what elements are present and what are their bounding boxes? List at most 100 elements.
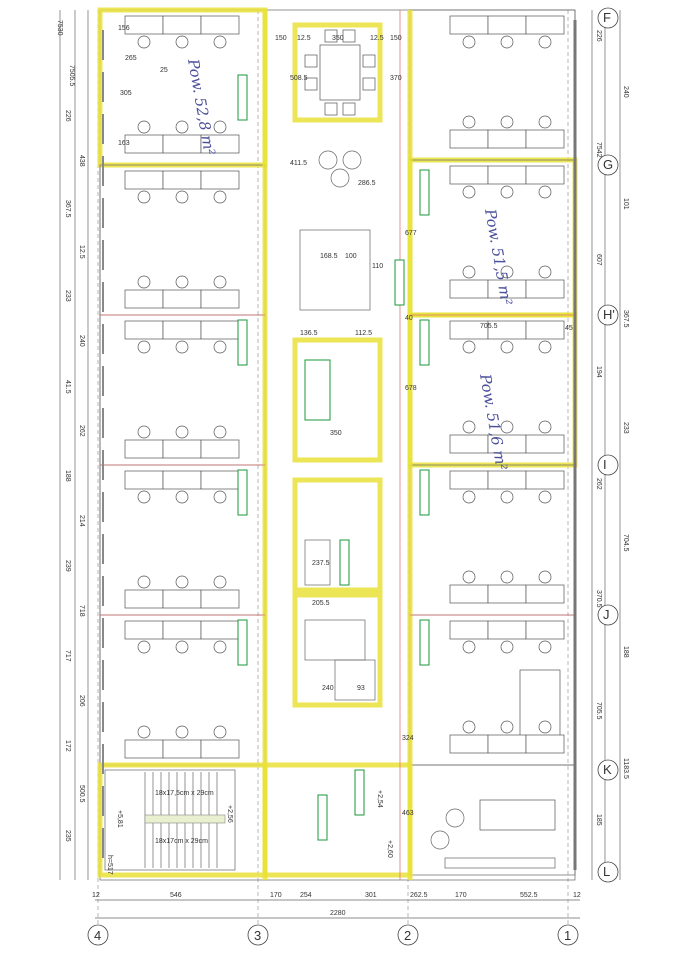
dimension-label: 170 [455, 892, 467, 899]
dimension-label: 112.5 [355, 330, 372, 337]
workstation [162, 120, 202, 154]
dimension-label: 677 [405, 230, 417, 237]
desk [200, 170, 240, 190]
dimension-label: 678 [405, 385, 417, 392]
chair-icon [462, 720, 476, 734]
core-fixtures [299, 150, 561, 869]
chair-icon [462, 640, 476, 654]
dimension-label: 12 [573, 892, 581, 899]
grid-axis-label: 2 [404, 928, 411, 943]
desk [124, 289, 164, 309]
workstation [449, 720, 489, 754]
workstation [200, 320, 240, 354]
dimension-label: 350 [330, 430, 342, 437]
dimension-label: 101 [622, 198, 629, 210]
desk [525, 734, 565, 754]
desk [525, 165, 565, 185]
dimension-label: 324 [402, 735, 414, 742]
desk [162, 589, 202, 609]
desk [449, 734, 489, 754]
desk [525, 129, 565, 149]
chair-icon [137, 725, 151, 739]
dimension-label: 240 [322, 685, 334, 692]
workstation [449, 570, 489, 604]
dimension-label: 705.5 [595, 702, 602, 720]
desk [449, 279, 489, 299]
chair-icon [137, 120, 151, 134]
grid-axis-label: 4 [94, 928, 101, 943]
workstation [487, 115, 527, 149]
chair-icon [137, 275, 151, 289]
chair-icon [213, 425, 227, 439]
chair-icon [137, 35, 151, 49]
workstation [525, 470, 565, 504]
grid-axis-marker [597, 861, 619, 883]
workstation [449, 165, 489, 199]
desk [124, 15, 164, 35]
stairs-outline [104, 769, 236, 871]
workstation [162, 170, 202, 204]
workstation [525, 420, 565, 454]
grid-axis-label: F [603, 10, 611, 25]
desk [449, 129, 489, 149]
workstation [162, 725, 202, 759]
desk [449, 15, 489, 35]
desk [200, 320, 240, 340]
grid-axis-label: 3 [254, 928, 261, 943]
chair-icon [213, 640, 227, 654]
desk [525, 584, 565, 604]
chair-icon [538, 185, 552, 199]
desk [162, 439, 202, 459]
dimension-label: 463 [402, 810, 414, 817]
dimension-label: 240 [622, 86, 629, 98]
workstation [200, 425, 240, 459]
chair-icon [175, 190, 189, 204]
dimension-label: 607 [595, 254, 602, 266]
equipment-marker [419, 619, 430, 666]
chair-icon [462, 340, 476, 354]
dimension-label: 93 [357, 685, 365, 692]
desk [200, 289, 240, 309]
desk [449, 470, 489, 490]
grid-axis-marker [397, 924, 419, 946]
dimension-label: 508.5 [290, 75, 308, 82]
grid-axis-marker [597, 454, 619, 476]
level-mark-4: +2,60 [386, 840, 393, 858]
desk [162, 170, 202, 190]
chair-icon [137, 490, 151, 504]
equipment-marker [394, 259, 405, 306]
dimension-label: 265 [125, 55, 137, 62]
chair-icon [175, 640, 189, 654]
desk [124, 170, 164, 190]
chair-icon [500, 265, 514, 279]
workstation [449, 15, 489, 49]
dimension-label: 185 [595, 814, 602, 826]
total-width: 2280 [330, 910, 346, 917]
equipment-marker [419, 169, 430, 216]
chair-icon [175, 425, 189, 439]
stairs-level: +5,81 [116, 810, 123, 828]
dimension-label: 12.5 [78, 245, 85, 259]
grid-axis-marker [597, 7, 619, 29]
dimension-label: 41.5 [64, 380, 71, 394]
workstation [124, 15, 164, 49]
desk [124, 739, 164, 759]
dimension-label: 367.5 [622, 310, 629, 328]
grid-axes-columns: 4 3 2 1 [87, 924, 579, 946]
dimension-label: 205.5 [312, 600, 330, 607]
chair-icon [538, 720, 552, 734]
grid-axis-label: 1 [564, 928, 571, 943]
dimension-label: 7542 [595, 142, 602, 158]
chair-icon [538, 490, 552, 504]
dimension-label: 705.5 [480, 323, 498, 330]
chair-icon [213, 35, 227, 49]
chair-icon [500, 115, 514, 129]
workstation [124, 275, 164, 309]
dimension-label: 370.5 [595, 590, 602, 608]
chair-icon [213, 275, 227, 289]
desk [162, 289, 202, 309]
workstation [124, 170, 164, 204]
desk [200, 439, 240, 459]
desk [487, 15, 527, 35]
